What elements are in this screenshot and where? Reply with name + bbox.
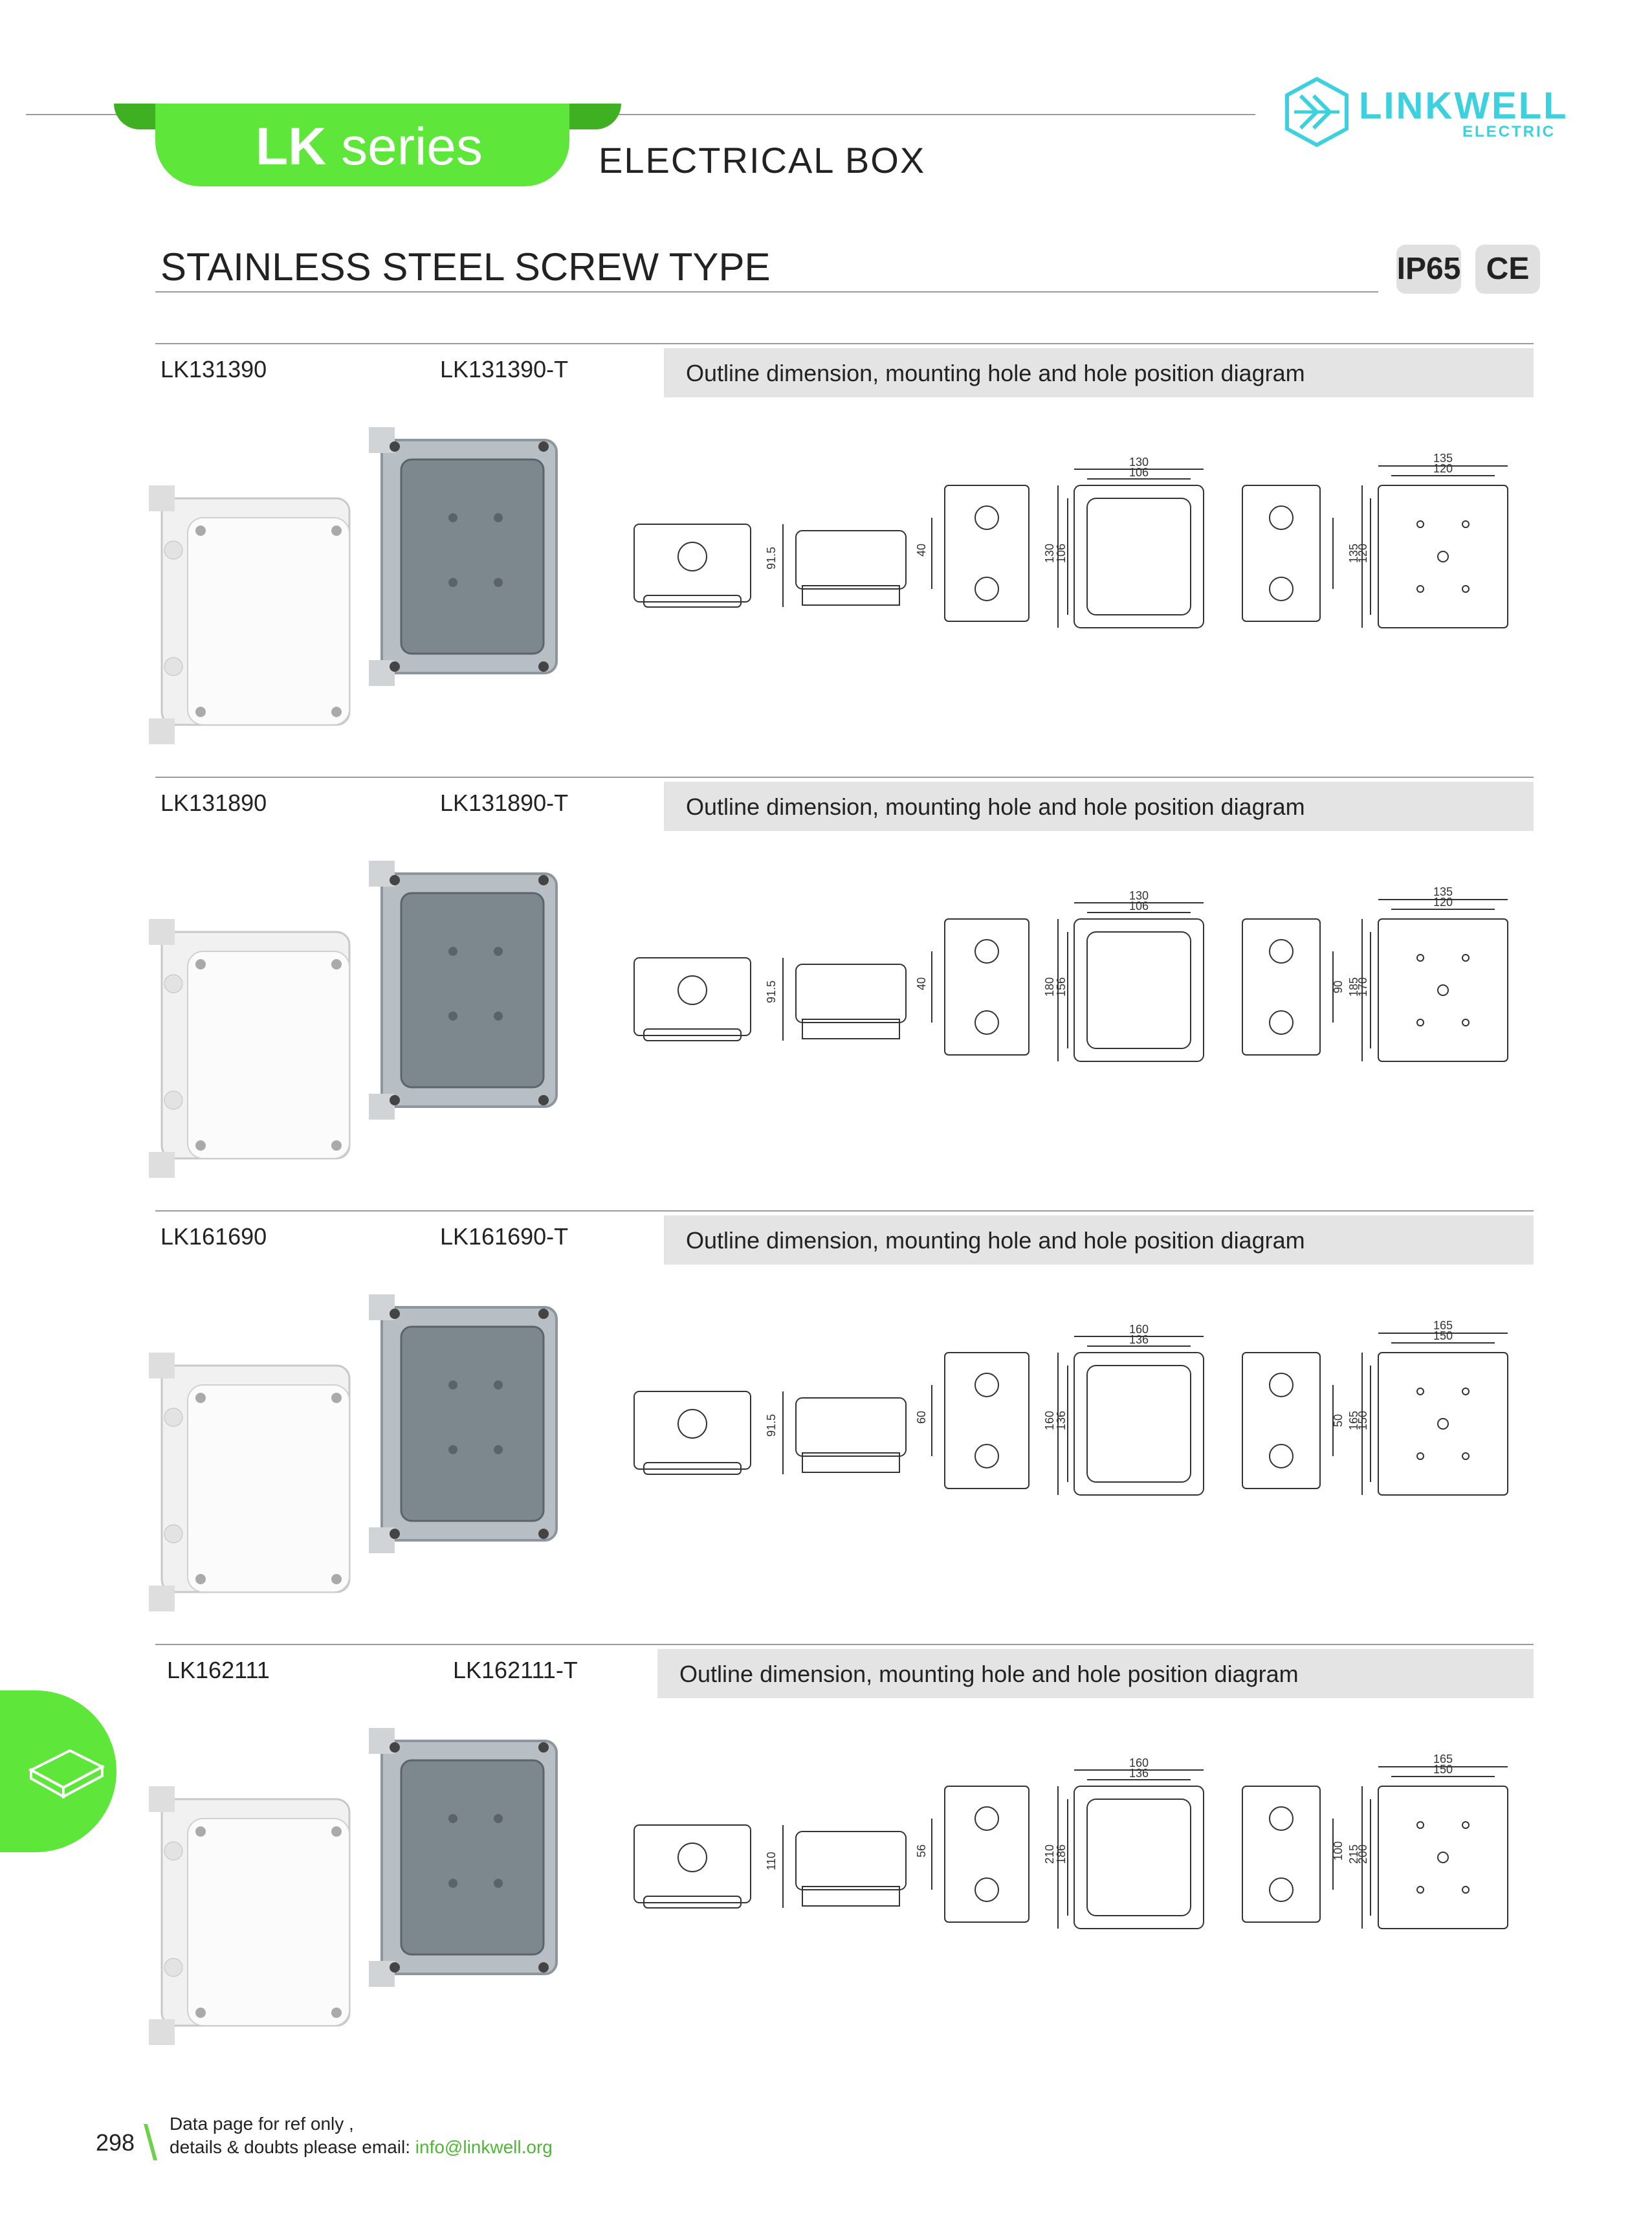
dim-mount-height-outer: 185	[1347, 977, 1360, 997]
dim-mount-width-outer: 135	[1433, 885, 1453, 898]
footer-slash: \	[144, 2116, 158, 2171]
footer-contact-text: details & doubts please email:	[170, 2137, 415, 2157]
dim-hole-spacing: 60	[915, 1411, 928, 1424]
dim-height: 91.5	[765, 980, 778, 1003]
dim-height-outer: 130	[1043, 544, 1056, 563]
dim-mount-width-outer: 135	[1433, 452, 1453, 465]
dim-mount-height-inner: 170	[1356, 977, 1369, 997]
diagram-label: Outline dimension, mounting hole and hol…	[686, 793, 1305, 820]
section-rule	[155, 343, 1534, 344]
dim-width-inner: 136	[1129, 1333, 1149, 1346]
dim-width-inner: 106	[1129, 900, 1149, 913]
dim-height-inner: 106	[1055, 544, 1068, 563]
model-number: LK161690	[160, 1223, 267, 1250]
product-type: ELECTRICAL BOX	[599, 140, 926, 181]
dim-hole-spacing: 40	[915, 544, 928, 557]
dim-mount-height-inner: 200	[1356, 1844, 1369, 1864]
dim-width-inner: 106	[1129, 466, 1149, 479]
dim-mount-height-inner: 150	[1356, 1411, 1369, 1430]
brand-sub: ELECTRIC	[1462, 123, 1556, 140]
model-number: LK131890	[160, 790, 267, 816]
dim-side-spacing: 50	[1332, 1414, 1345, 1427]
subtitle-rule	[155, 291, 1378, 293]
section-rule	[155, 1644, 1534, 1645]
box-thumbnail-icon	[28, 1749, 105, 1799]
series-title: LK series	[256, 117, 483, 176]
dim-height-outer: 160	[1043, 1411, 1056, 1430]
dim-mount-height-outer: 215	[1347, 1844, 1360, 1864]
dim-width-outer: 160	[1129, 1323, 1149, 1336]
dim-height-inner: 186	[1055, 1844, 1068, 1864]
dim-width-outer: 160	[1129, 1756, 1149, 1769]
dim-side-spacing: 100	[1332, 1841, 1345, 1861]
model-number-transparent: LK162111-T	[453, 1657, 578, 1683]
dim-mount-height-inner: 120	[1356, 544, 1369, 563]
dim-height-inner: 156	[1055, 977, 1068, 997]
diagram-label-bar: Outline dimension, mounting hole and hol…	[664, 348, 1534, 397]
dim-mount-width-outer: 165	[1433, 1753, 1453, 1766]
dim-mount-width-outer: 165	[1433, 1319, 1453, 1332]
dim-width-outer: 130	[1129, 889, 1149, 902]
dim-hole-spacing: 56	[915, 1844, 928, 1857]
model-number-transparent: LK131890-T	[440, 790, 569, 816]
ce-badge: CE	[1475, 245, 1540, 294]
diagram-label: Outline dimension, mounting hole and hol…	[686, 360, 1305, 386]
product-photo-transparent	[369, 861, 558, 1120]
dim-mount-height-outer: 165	[1347, 1411, 1360, 1430]
model-number-transparent: LK161690-T	[440, 1223, 569, 1250]
dim-height: 110	[765, 1852, 778, 1870]
dim-mount-width-inner: 150	[1433, 1763, 1453, 1776]
dim-height-outer: 210	[1043, 1844, 1056, 1864]
outline-dimension-diagram: 91.5 40 130 106 130 106 135 120 135 120	[633, 452, 1508, 628]
product-photo-opaque	[149, 485, 351, 744]
diagram-label-bar: Outline dimension, mounting hole and hol…	[664, 782, 1534, 831]
dim-hole-spacing: 40	[915, 977, 928, 990]
section-rule	[155, 1210, 1534, 1212]
dim-mount-width-inner: 120	[1433, 896, 1453, 909]
section-rule	[155, 777, 1534, 778]
diagram-label: Outline dimension, mounting hole and hol…	[686, 1227, 1305, 1254]
footer-email-link[interactable]: info@linkwell.org	[415, 2137, 553, 2157]
diagram-label-bar: Outline dimension, mounting hole and hol…	[664, 1215, 1534, 1265]
dim-width-outer: 130	[1129, 456, 1149, 469]
model-number: LK131390	[160, 356, 267, 382]
dim-height-outer: 180	[1043, 977, 1056, 997]
tab-wing-right	[569, 104, 621, 129]
model-number-transparent: LK131390-T	[440, 356, 569, 382]
diagram-label-bar: Outline dimension, mounting hole and hol…	[657, 1649, 1534, 1698]
ip65-badge: IP65	[1396, 245, 1461, 294]
page-number: 298	[96, 2129, 135, 2156]
outline-dimension-diagram: 110 56 160 136 210 186 100 165 150 215 2…	[633, 1753, 1508, 1929]
dim-mount-width-inner: 120	[1433, 462, 1453, 475]
dim-height: 91.5	[765, 547, 778, 570]
dim-height-inner: 136	[1055, 1411, 1068, 1430]
dim-height: 91.5	[765, 1414, 778, 1437]
footer-note: Data page for ref only ,	[170, 2114, 354, 2134]
product-photo-transparent	[369, 1294, 558, 1553]
footer-contact: details & doubts please email: info@link…	[170, 2137, 553, 2158]
dim-width-inner: 136	[1129, 1767, 1149, 1780]
dim-mount-width-inner: 150	[1433, 1329, 1453, 1342]
outline-dimension-diagram: 91.5 40 130 106 180 156 90 135 120 185 1…	[633, 885, 1508, 1062]
diagram-label: Outline dimension, mounting hole and hol…	[679, 1661, 1299, 1687]
product-photo-opaque	[149, 919, 351, 1178]
dim-side-spacing: 90	[1332, 980, 1345, 993]
outline-dimension-diagram: 91.5 60 160 136 160 136 50 165 150 165 1…	[633, 1319, 1508, 1496]
product-photo-transparent	[369, 1728, 558, 1987]
product-photo-opaque	[149, 1353, 351, 1611]
series-tab	[155, 104, 569, 186]
dim-mount-height-outer: 135	[1347, 544, 1360, 563]
linkwell-logo-icon	[1285, 76, 1349, 148]
brand-name: LINKWELL	[1359, 85, 1569, 127]
product-photo-transparent	[369, 427, 558, 686]
header-rule	[26, 114, 1255, 115]
product-photo-opaque	[149, 1786, 351, 2045]
page-subtitle: STAINLESS STEEL SCREW TYPE	[160, 245, 771, 289]
model-number: LK162111	[167, 1657, 270, 1683]
